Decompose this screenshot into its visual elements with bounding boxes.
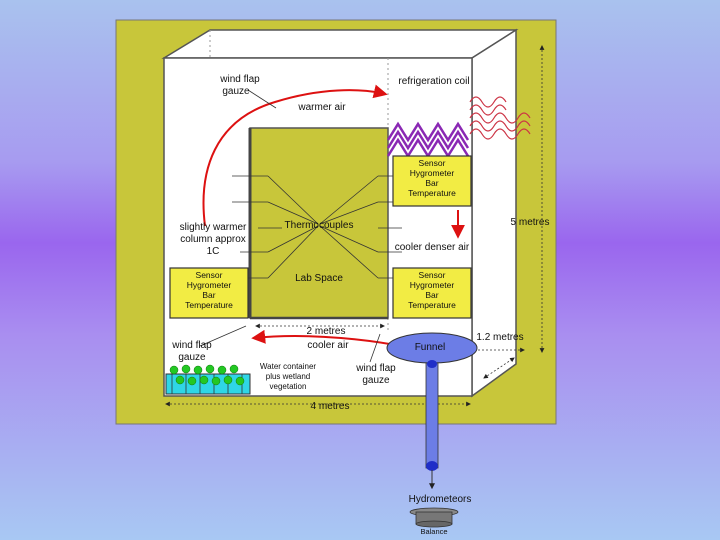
lab-space-label: Lab Space (295, 273, 343, 284)
wind-flap-bottom-label-1: wind flap (355, 363, 396, 374)
refrigeration-coil-label: refrigeration coil (398, 76, 469, 87)
balance-icon (409, 507, 459, 528)
sensor-left-line-1: Sensor (196, 270, 223, 280)
cooler-denser-air-label: cooler denser air (395, 242, 470, 253)
diagram-labels: wind flap gauze refrigeration coil warme… (171, 74, 549, 536)
wind-flap-left-label-2: gauze (178, 352, 206, 363)
sensor-right-line-4: Temperature (408, 300, 456, 310)
dimension-lines (165, 45, 545, 407)
slightly-warmer-label-3: 1C (207, 246, 220, 257)
water-container (165, 364, 251, 395)
wetland-vegetation (169, 364, 245, 386)
sensor-box-right: Sensor Hygrometer Bar Temperature (392, 267, 472, 319)
sensor-right-line-2: Hygrometer (410, 280, 455, 290)
lab-space-block (249, 127, 389, 319)
one-two-metres-label: 1.2 metres (476, 332, 523, 343)
sensor-right-line-1: Sensor (419, 270, 446, 280)
balance-label: Balance (420, 527, 447, 536)
drop-dot (426, 461, 438, 471)
four-metres-label: 4 metres (311, 401, 350, 412)
sensor-top-line-1: Sensor (419, 158, 446, 168)
warmer-air-label: warmer air (297, 102, 346, 113)
water-container-label-1: Water container (260, 362, 317, 371)
two-metres-label: 2 metres (307, 326, 346, 337)
thermocouple-lines (232, 175, 402, 279)
wind-flap-left-label-1: wind flap (171, 340, 212, 351)
funnel-assembly (386, 332, 478, 490)
sensor-left-line-4: Temperature (185, 300, 233, 310)
sensor-left-line-3: Bar (202, 290, 215, 300)
wind-flap-top-label-2: gauze (222, 86, 250, 97)
hydrometeors-label: Hydrometeors (409, 494, 472, 505)
sensor-left-line-2: Hygrometer (187, 280, 232, 290)
thermocouples-label: Thermocouples (285, 220, 354, 231)
sensor-right-line-3: Bar (425, 290, 438, 300)
warmer-air-arrow (202, 84, 388, 227)
sensor-top-line-2: Hygrometer (410, 168, 455, 178)
wind-flap-bottom-label-2: gauze (362, 375, 390, 386)
funnel-label: Funnel (415, 342, 446, 353)
refrigeration-coil-red (469, 96, 531, 140)
water-container-label-3: vegetation (270, 382, 307, 391)
cooler-air-label: cooler air (307, 340, 349, 351)
sensor-box-top: Sensor Hygrometer Bar Temperature (392, 155, 472, 207)
chamber-top-face (161, 29, 519, 59)
slightly-warmer-label-1: slightly warmer (180, 222, 247, 233)
slightly-warmer-label-2: column approx (180, 234, 246, 245)
five-metres-label: 5 metres (511, 217, 550, 228)
wind-flap-top-label-1: wind flap (219, 74, 260, 85)
sensor-box-left: Sensor Hygrometer Bar Temperature (169, 267, 249, 319)
sensor-top-line-4: Temperature (408, 188, 456, 198)
drain-tube (425, 351, 439, 469)
sensor-top-line-3: Bar (425, 178, 438, 188)
water-container-label-2: plus wetland (266, 372, 310, 381)
